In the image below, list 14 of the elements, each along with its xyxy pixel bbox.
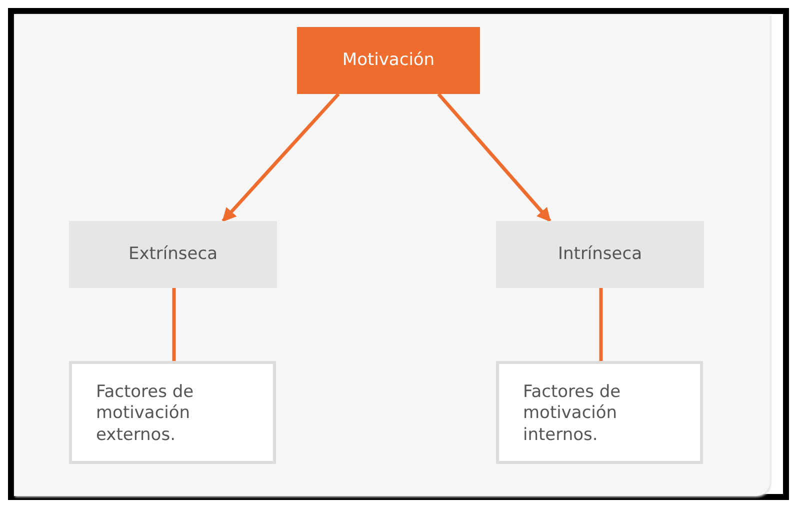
title-box [297,27,480,94]
description-box [69,361,276,464]
category-box [69,221,277,288]
arrow [437,92,552,222]
connector-line [599,288,603,361]
connector-line [172,288,176,361]
node-label: Motivación [342,50,435,72]
description-box [496,361,703,464]
node-label: Factores de motivación externos. [96,382,195,446]
category-box [496,221,704,288]
node-label: Intrínseca [558,244,642,266]
arrow [222,92,340,222]
node-label: Factores de motivación internos. [523,382,622,446]
node-label: Extrínseca [128,244,218,266]
